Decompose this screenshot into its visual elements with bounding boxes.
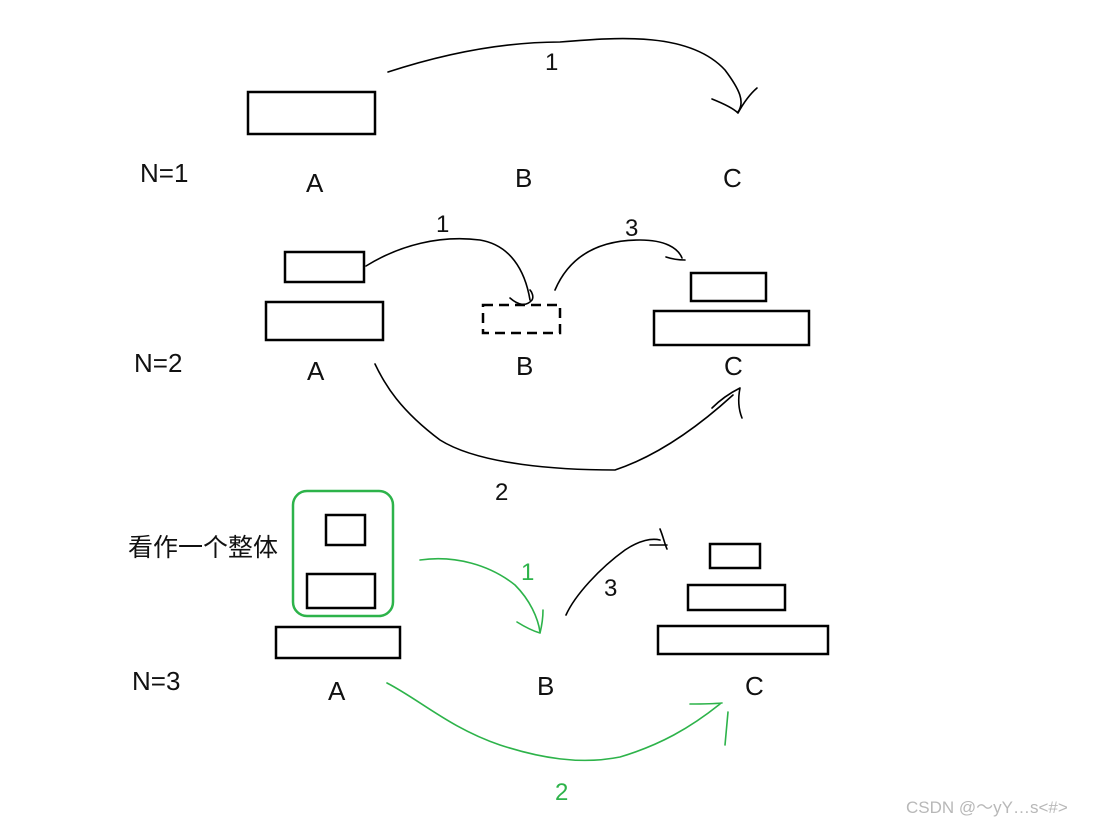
- row1-peg-b: B: [515, 163, 532, 193]
- n2-label: N=2: [134, 348, 182, 378]
- row2-step-1: 1: [436, 211, 449, 238]
- row1-arrowhead-1: [711, 87, 758, 114]
- row3-arrowhead-1: [516, 609, 544, 634]
- row2-b-disk-ghost: [481, 303, 562, 335]
- row2-arrow-3: [554, 239, 683, 291]
- row2-peg-a: A: [307, 356, 325, 386]
- row1-peg-c: C: [723, 163, 742, 193]
- row1-arrow-1: [387, 37, 742, 113]
- row3-a-disk-medium: [305, 572, 377, 610]
- row2-step-3: 3: [625, 215, 638, 242]
- row2-peg-c: C: [724, 351, 743, 381]
- row1-step-1: 1: [545, 49, 558, 76]
- row1-peg-a: A: [306, 168, 324, 198]
- row3-peg-c: C: [745, 671, 764, 701]
- row1-disk-1: [246, 90, 377, 136]
- n1-label: N=1: [140, 158, 188, 188]
- row-n1: N=1 A B C 1: [140, 37, 758, 198]
- watermark: CSDN @～yY…s<#>: [906, 798, 1068, 817]
- row2-arrowhead-2: [711, 387, 743, 419]
- row3-arrow-1: [419, 557, 541, 633]
- row3-a-disk-small: [324, 513, 367, 547]
- row3-c-disk-medium: [686, 583, 787, 612]
- row3-c-disk-large: [656, 624, 830, 656]
- row3-step-3: 3: [604, 575, 617, 602]
- row3-arrowhead-2: [689, 702, 729, 746]
- row2-c-disk-large: [652, 309, 811, 347]
- group-note: 看作一个整体: [128, 534, 278, 562]
- row2-a-disk-large: [264, 300, 385, 342]
- row3-a-disk-large: [274, 625, 402, 660]
- row2-arrowhead-1: [509, 289, 534, 306]
- row3-step-1: 1: [521, 559, 534, 586]
- row3-peg-b: B: [537, 671, 554, 701]
- row2-step-2: 2: [495, 479, 508, 506]
- row3-peg-a: A: [328, 676, 346, 706]
- row2-c-disk-small: [689, 271, 768, 303]
- n3-label: N=3: [132, 666, 180, 696]
- row2-peg-b: B: [516, 351, 533, 381]
- row3-arrowhead-3: [649, 528, 668, 550]
- row3-c-disk-small: [708, 542, 762, 570]
- row-n3: N=3 看作一个整体 A B C 1 3 2: [128, 489, 830, 806]
- row2-a-disk-small: [283, 250, 366, 284]
- row2-arrow-1: [365, 237, 531, 301]
- row-n2: N=2 A B C 1 3 2: [134, 211, 811, 506]
- group-outline: [291, 489, 395, 618]
- row3-step-2: 2: [555, 779, 568, 806]
- row2-arrowhead-3: [665, 256, 686, 261]
- row3-arrow-3: [565, 538, 661, 616]
- row2-arrow-2: [374, 363, 734, 471]
- row3-arrow-2: [386, 682, 721, 762]
